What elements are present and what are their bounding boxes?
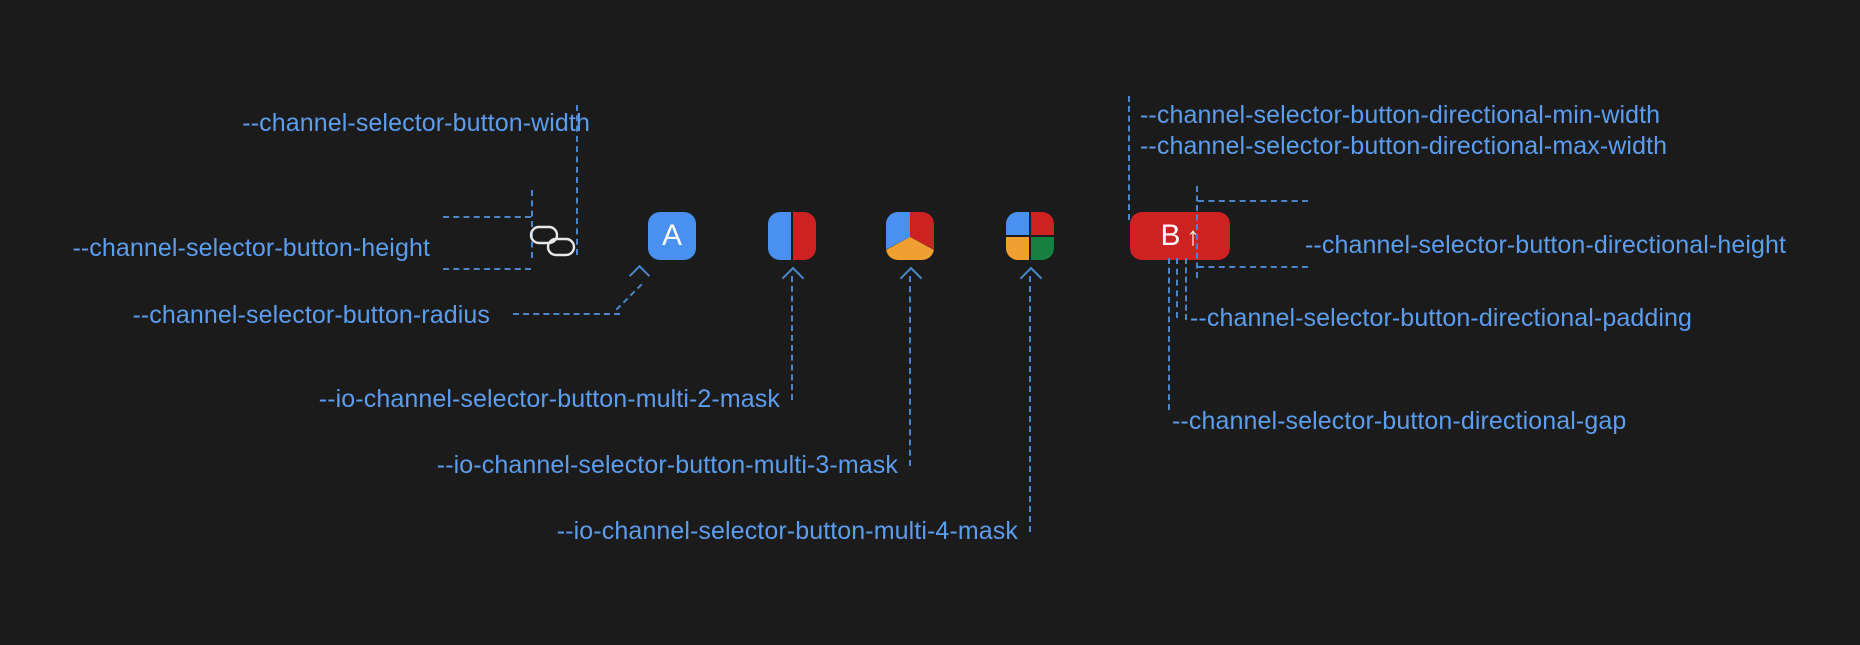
leader-multi-3 xyxy=(909,276,911,466)
leader-button-height-bottom xyxy=(443,268,531,270)
leader-directional-height-bottom xyxy=(1198,266,1308,268)
label-button-radius: --channel-selector-button-radius xyxy=(132,301,490,329)
leader-button-height-top xyxy=(443,216,531,218)
multi-4-segment-top-left xyxy=(1006,212,1029,235)
leader-button-height-edge xyxy=(531,190,533,258)
channel-button-single[interactable]: A xyxy=(648,212,696,260)
label-multi-2-mask: --io-channel-selector-button-multi-2-mas… xyxy=(318,385,780,413)
leader-button-radius-arrowhead xyxy=(628,264,651,287)
channel-button-multi-4[interactable] xyxy=(1006,212,1054,260)
leader-multi-2 xyxy=(791,276,793,400)
channel-button-multi-3[interactable] xyxy=(886,212,934,260)
leader-directional-gap-a xyxy=(1168,258,1170,410)
leader-directional-minmax-width xyxy=(1128,96,1130,220)
leader-button-radius xyxy=(513,313,620,315)
label-multi-4-mask: --io-channel-selector-button-multi-4-mas… xyxy=(556,517,1018,545)
leader-button-width xyxy=(576,105,578,255)
label-button-height: --channel-selector-button-height xyxy=(72,234,430,262)
leader-directional-padding xyxy=(1185,258,1187,320)
chain-link-icon xyxy=(528,222,578,267)
multi-4-segment-bottom-left xyxy=(1006,237,1029,260)
leader-multi-3-arrowhead xyxy=(899,266,923,290)
leader-button-radius-diagonal xyxy=(615,283,643,311)
label-button-width: --channel-selector-button-width xyxy=(242,109,590,137)
multi-4-segment-top-right xyxy=(1031,212,1054,235)
label-directional-gap: --channel-selector-button-directional-ga… xyxy=(1172,407,1627,435)
multi-2-segment-left xyxy=(768,212,791,260)
label-directional-min-width: --channel-selector-button-directional-mi… xyxy=(1140,101,1661,129)
leader-multi-2-arrowhead xyxy=(781,266,805,290)
leader-multi-4 xyxy=(1029,276,1031,532)
leader-directional-height-edge xyxy=(1196,186,1198,278)
multi-2-segment-right xyxy=(793,212,816,260)
label-multi-3-mask: --io-channel-selector-button-multi-3-mas… xyxy=(436,451,898,479)
channel-button-multi-2[interactable] xyxy=(768,212,816,260)
leader-multi-4-arrowhead xyxy=(1019,266,1043,290)
label-directional-padding: --channel-selector-button-directional-pa… xyxy=(1190,304,1692,332)
label-directional-max-width: --channel-selector-button-directional-ma… xyxy=(1140,132,1668,160)
multi-4-segment-bottom-right xyxy=(1031,237,1054,260)
leader-directional-gap-b xyxy=(1176,258,1178,318)
channel-button-single-letter: A xyxy=(661,219,682,252)
leader-directional-height-top xyxy=(1198,200,1308,202)
channel-button-directional-letter: B xyxy=(1160,219,1181,252)
label-directional-height: --channel-selector-button-directional-he… xyxy=(1305,231,1787,259)
channel-button-directional[interactable]: B ↑ xyxy=(1130,212,1230,260)
